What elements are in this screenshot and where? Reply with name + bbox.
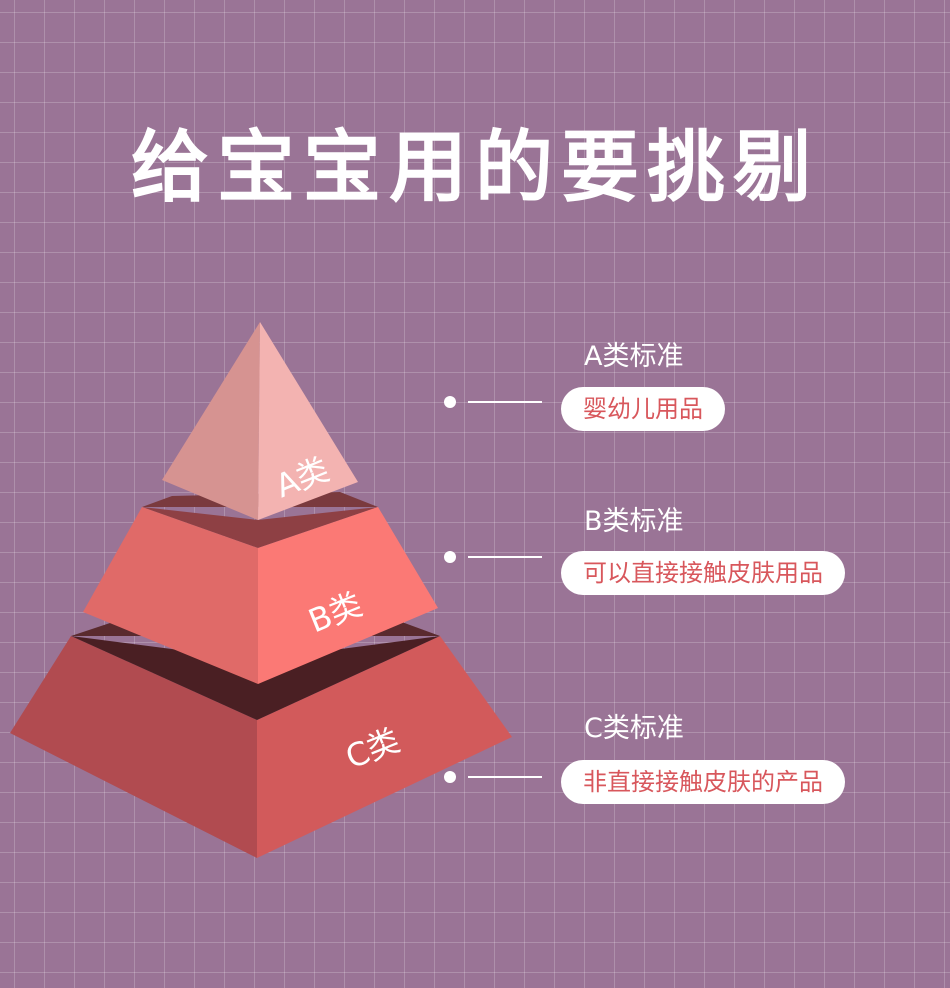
- tier-b-inner-shadow: [142, 507, 378, 548]
- tier-c-right-face: [257, 636, 512, 858]
- legend-heading-a: A类标准: [584, 341, 684, 372]
- connector-line: [468, 776, 542, 778]
- tier-c-left-face: [10, 636, 257, 858]
- tier-b-right-face: [258, 507, 438, 684]
- legend-pill-c: 非直接接触皮肤的产品: [561, 760, 845, 804]
- connector-dot-icon: [444, 396, 456, 408]
- connector-a: [444, 395, 544, 409]
- connector-b: [444, 550, 544, 564]
- legend-pill-a: 婴幼儿用品: [561, 387, 725, 431]
- tier-b-left-face: [83, 507, 258, 684]
- tier-a-left-face: [162, 322, 260, 520]
- tier-a: A类: [162, 322, 358, 520]
- connector-c: [444, 770, 544, 784]
- legend-heading-b: B类标准: [584, 506, 684, 537]
- page-title: 给宝宝用的要挑剔: [130, 123, 819, 213]
- connector-line: [468, 556, 542, 558]
- connector-dot-icon: [444, 771, 456, 783]
- legend-heading-c: C类标准: [584, 713, 684, 744]
- connector-dot-icon: [444, 551, 456, 563]
- tier-a-right-face: [258, 322, 358, 520]
- connector-line: [468, 401, 542, 403]
- legend-pill-b: 可以直接接触皮肤用品: [561, 551, 845, 595]
